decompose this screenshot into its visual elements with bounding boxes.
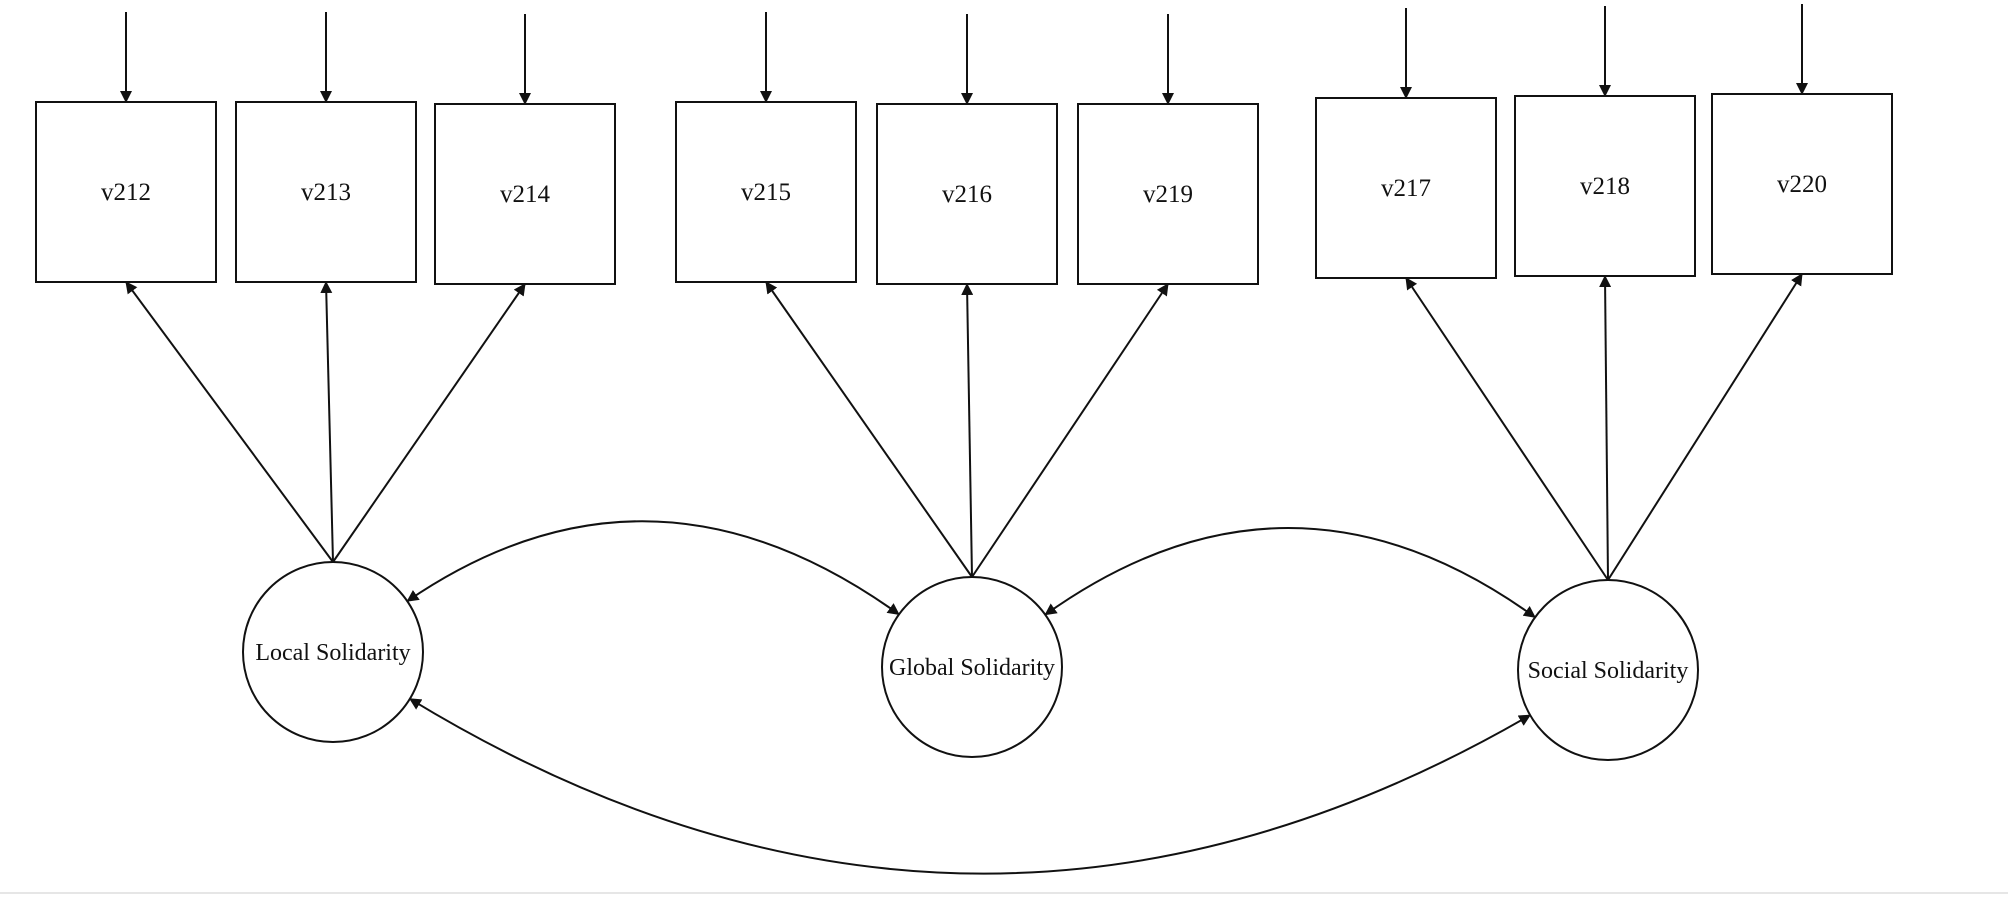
loading-social-v218 bbox=[1599, 275, 1612, 581]
covariance-global-social bbox=[1044, 526, 1536, 619]
observed-box-v219 bbox=[1077, 103, 1259, 285]
latent-label-local: Local Solidarity bbox=[255, 640, 410, 666]
loading-global-v215 bbox=[765, 281, 973, 578]
observed-label-v220: v220 bbox=[1777, 171, 1827, 198]
latent-label-global: Global Solidarity bbox=[889, 655, 1055, 681]
error-arrows bbox=[120, 4, 1808, 105]
loading-social-v217 bbox=[1405, 277, 1609, 581]
observed-box-v212 bbox=[35, 101, 217, 283]
observed-box-v220 bbox=[1711, 93, 1893, 275]
observed-box-v216 bbox=[876, 103, 1058, 285]
factor-loadings bbox=[125, 273, 1803, 581]
observed-label-v217: v217 bbox=[1381, 175, 1431, 202]
observed-box-v218 bbox=[1514, 95, 1696, 277]
loading-local-v213 bbox=[320, 281, 334, 563]
observed-v217: v217 bbox=[1315, 97, 1497, 279]
observed-box-v215 bbox=[675, 101, 857, 283]
observed-label-v212: v212 bbox=[101, 179, 151, 206]
observed-label-v218: v218 bbox=[1580, 173, 1630, 200]
observed-v214: v214 bbox=[434, 103, 616, 285]
loading-local-v214 bbox=[332, 283, 526, 563]
observed-v216: v216 bbox=[876, 103, 1058, 285]
latent-circle-social bbox=[1517, 579, 1699, 761]
latent-circle-global bbox=[881, 576, 1063, 758]
observed-box-v217 bbox=[1315, 97, 1497, 279]
factor-covariances bbox=[406, 520, 1536, 875]
latent-global: Global Solidarity bbox=[881, 576, 1063, 758]
observed-variables: v212 v213 v214 v215 v216 v219 v217 v218 v220 bbox=[35, 93, 1893, 285]
observed-label-v214: v214 bbox=[500, 181, 551, 208]
observed-v219: v219 bbox=[1077, 103, 1259, 285]
observed-box-v214 bbox=[434, 103, 616, 285]
observed-box-v213 bbox=[235, 101, 417, 283]
latent-social: Social Solidarity bbox=[1517, 579, 1699, 761]
latent-local: Local Solidarity bbox=[242, 561, 424, 743]
observed-v220: v220 bbox=[1711, 93, 1893, 275]
observed-label-v213: v213 bbox=[301, 179, 351, 206]
loading-global-v216 bbox=[961, 283, 974, 578]
observed-label-v215: v215 bbox=[741, 179, 791, 206]
loading-social-v220 bbox=[1607, 273, 1803, 581]
observed-v212: v212 bbox=[35, 101, 217, 283]
covariance-local-social bbox=[409, 697, 1532, 875]
loading-local-v212 bbox=[125, 281, 334, 563]
latent-label-social: Social Solidarity bbox=[1528, 658, 1689, 684]
observed-v218: v218 bbox=[1514, 95, 1696, 277]
observed-label-v219: v219 bbox=[1143, 181, 1193, 208]
observed-label-v216: v216 bbox=[942, 181, 992, 208]
observed-v215: v215 bbox=[675, 101, 857, 283]
observed-v213: v213 bbox=[235, 101, 417, 283]
loading-global-v219 bbox=[971, 283, 1169, 578]
latent-circle-local bbox=[242, 561, 424, 743]
covariance-local-global bbox=[406, 520, 900, 616]
